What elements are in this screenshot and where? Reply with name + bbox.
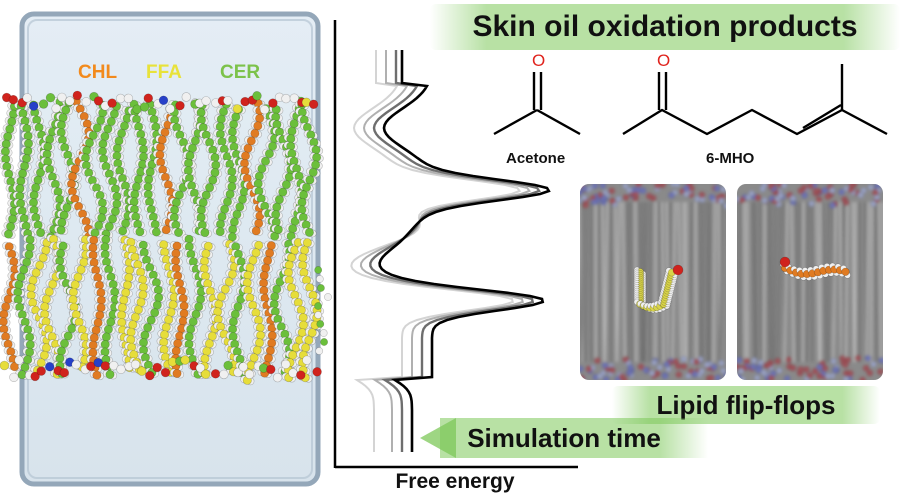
lipid-flip-flops-banner: Lipid flip-flops	[612, 386, 880, 424]
label-ffa: FFA	[146, 62, 182, 83]
simulation-time-label: Simulation time	[467, 422, 661, 453]
free-energy-curve-3	[369, 50, 541, 452]
title-banner: Skin oil oxidation products	[430, 4, 900, 50]
acetone-label: Acetone	[506, 150, 566, 167]
free-energy-curve-2	[359, 50, 531, 452]
label-chl: CHL	[78, 62, 118, 83]
6-mho-structure: O	[622, 51, 888, 136]
free-energy-curve-4	[378, 50, 551, 452]
page-title: Skin oil oxidation products	[472, 10, 858, 43]
free-energy-curve-1	[350, 50, 522, 452]
free-energy-curves	[350, 50, 551, 452]
x-axis-label: Free energy	[395, 470, 515, 493]
simulation-time-banner: Simulation time	[440, 418, 708, 458]
free-energy-plot	[333, 20, 578, 469]
acetone-oxygen: O	[532, 51, 545, 70]
lipid-flip-flops-label: Lipid flip-flops	[656, 389, 836, 420]
snapshot-right	[737, 184, 883, 380]
label-cer: CER	[220, 62, 261, 83]
lipid-bilayer	[0, 90, 332, 386]
6-mho-oxygen: O	[657, 51, 670, 70]
membrane-simulation-box	[0, 11, 332, 487]
acetone-structure: O	[493, 51, 581, 136]
snapshot-left	[580, 184, 726, 380]
6-mho-label: 6-MHO	[706, 150, 755, 167]
